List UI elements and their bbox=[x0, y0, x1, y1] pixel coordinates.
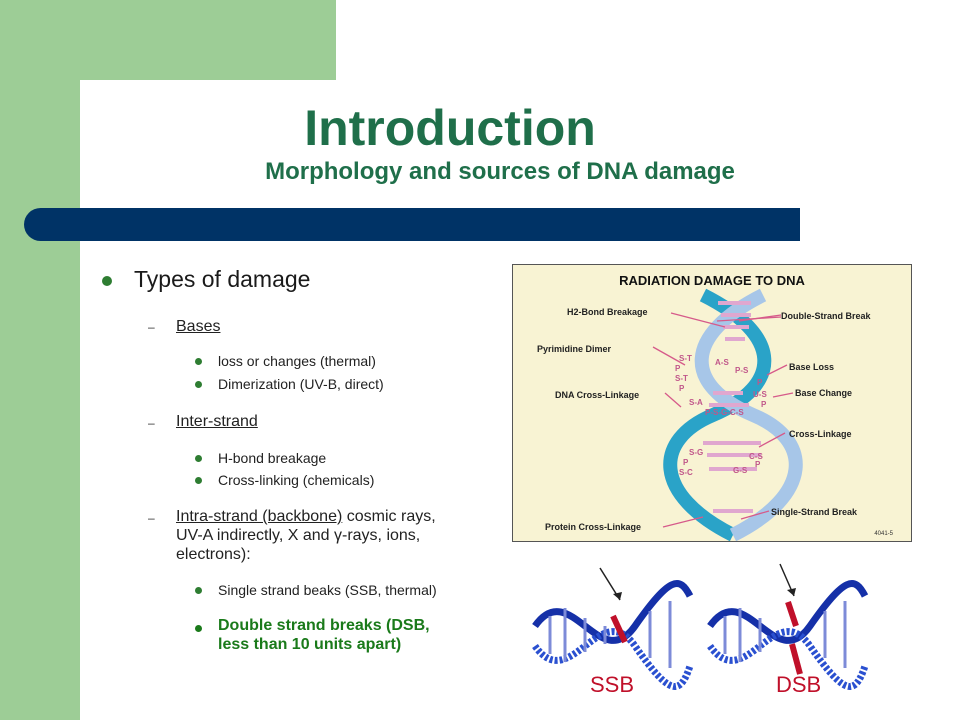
dash-marker: – bbox=[148, 511, 155, 525]
dsb-highlight-line1: Double strand breaks (DSB, bbox=[218, 617, 430, 634]
list-item: Cross-linking (chemicals) bbox=[218, 472, 375, 488]
intra-line2: UV-A indirectly, X and γ-rays, ions, bbox=[176, 527, 420, 545]
base-label: P bbox=[679, 384, 685, 393]
label-base-loss: Base Loss bbox=[789, 362, 834, 372]
intra-line3: electrons): bbox=[176, 546, 251, 563]
base-label: S-C bbox=[679, 468, 693, 477]
base-label: P-S-G-C-S bbox=[705, 408, 744, 417]
list-item: loss or changes (thermal) bbox=[218, 353, 376, 369]
base-label: U-S bbox=[753, 390, 767, 399]
dsb-break-mark-bottom bbox=[789, 643, 803, 675]
intra-line2-a: UV-A indirectly, X and bbox=[176, 527, 334, 544]
label-h2-bond: H2-Bond Breakage bbox=[567, 307, 648, 317]
base-label: P bbox=[683, 458, 689, 467]
bullet-dot bbox=[195, 477, 202, 484]
base-label: S-G bbox=[689, 448, 703, 457]
helix-strand-b bbox=[694, 288, 803, 542]
top-decor-band bbox=[80, 0, 336, 80]
bullet-dot bbox=[102, 276, 112, 286]
intra-heading-rest: cosmic rays, bbox=[342, 508, 436, 525]
left-decor-band bbox=[0, 0, 80, 720]
inter-heading: Inter-strand bbox=[176, 413, 258, 430]
base-label: S-T bbox=[675, 374, 688, 383]
figure-code: 4041-5 bbox=[874, 531, 893, 537]
dna-helix-diagram: RADIATION DAMAGE TO DNA H2-Bond Breakage… bbox=[537, 273, 894, 542]
base-label: G-S bbox=[733, 466, 748, 475]
bullet-dot bbox=[195, 358, 202, 365]
label-base-change: Base Change bbox=[795, 388, 852, 398]
bases-heading: Bases bbox=[176, 318, 221, 335]
gamma-symbol: γ bbox=[334, 527, 342, 544]
bullet-dot bbox=[195, 587, 202, 594]
base-label: P bbox=[755, 460, 761, 469]
intra-line1: Intra-strand (backbone) cosmic rays, bbox=[176, 508, 436, 526]
dsb-label: DSB bbox=[776, 672, 822, 697]
ssb-label: SSB bbox=[590, 672, 635, 697]
dsb-helix bbox=[707, 563, 869, 690]
figure-title: RADIATION DAMAGE TO DNA bbox=[619, 273, 805, 288]
base-label: P-S bbox=[735, 366, 749, 375]
label-cross-linkage: Cross-Linkage bbox=[789, 429, 852, 439]
ssb-helix bbox=[532, 567, 694, 690]
dash-marker: – bbox=[148, 416, 155, 430]
base-label: P bbox=[757, 378, 763, 387]
title-underline-bar bbox=[24, 208, 800, 241]
dsb-highlight-line2: less than 10 units apart) bbox=[218, 636, 402, 653]
base-label: A-S bbox=[715, 358, 729, 367]
base-pair-rungs bbox=[703, 301, 761, 513]
base-label: C-S bbox=[749, 452, 763, 461]
ssb-break-mark bbox=[610, 614, 628, 644]
intra-line2-b: -rays, ions, bbox=[342, 527, 421, 544]
dsb-break-mark-top bbox=[785, 601, 799, 627]
main-bullet-text: Types of damage bbox=[134, 266, 311, 292]
strand-break-diagram bbox=[532, 563, 869, 690]
slide-subtitle: Morphology and sources of DNA damage bbox=[265, 158, 735, 185]
base-label: P bbox=[761, 400, 767, 409]
list-item: Single strand beaks (SSB, thermal) bbox=[218, 582, 437, 598]
dash-marker: – bbox=[148, 320, 155, 334]
bullet-dot bbox=[195, 625, 202, 632]
bullet-dot bbox=[195, 455, 202, 462]
ssb-dsb-illustration bbox=[530, 556, 870, 720]
intra-heading: Intra-strand (backbone) bbox=[176, 508, 343, 525]
label-single-strand-break: Single-Strand Break bbox=[771, 507, 858, 517]
list-item: H-bond breakage bbox=[218, 450, 327, 466]
base-label: S-T bbox=[679, 354, 692, 363]
radiation-damage-figure: RADIATION DAMAGE TO DNA H2-Bond Breakage… bbox=[512, 264, 912, 542]
slide-title: Introduction bbox=[304, 100, 596, 156]
label-protein-cross-linkage: Protein Cross-Linkage bbox=[545, 522, 641, 532]
label-double-strand-break: Double-Strand Break bbox=[781, 311, 872, 321]
label-dna-cross-linkage: DNA Cross-Linkage bbox=[555, 390, 639, 400]
bullet-dot bbox=[195, 381, 202, 388]
label-pyrimidine-dimer: Pyrimidine Dimer bbox=[537, 344, 612, 354]
base-label: S-A bbox=[689, 398, 703, 407]
base-label: P bbox=[675, 364, 681, 373]
pointer-arrows bbox=[652, 312, 794, 528]
helix-strand-a bbox=[663, 288, 772, 542]
list-item: Dimerization (UV-B, direct) bbox=[218, 376, 384, 392]
